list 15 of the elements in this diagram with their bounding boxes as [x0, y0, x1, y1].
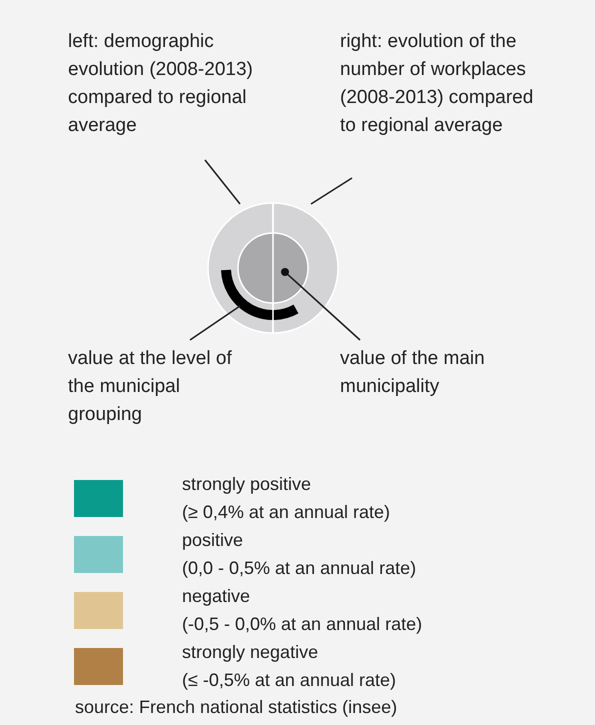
legend-text: strongly positive (≥ 0,4% at an annual rate) [182, 473, 392, 524]
annotation-text: value at the level of the municipal grouping [68, 345, 248, 429]
arc-bar [221, 269, 298, 320]
leader-line [310, 177, 352, 205]
annotation-text: right: evolution of the number of workplaces (2008-2013) compared to regional average [340, 28, 540, 140]
legend-text: negative (-0,5 - 0,0% at an annual rate) [182, 585, 424, 636]
leader-line [204, 160, 241, 204]
leader-line [281, 268, 361, 341]
annotation-text: value of the main municipality [340, 345, 540, 401]
source-note: source: French national statistics (insee) [75, 696, 398, 719]
inner-circle [237, 232, 309, 304]
annotation-text: left: demographic evolution (2008-2013) compared to regional average [68, 28, 258, 140]
leader-line [190, 305, 240, 341]
legend-text: positive (0,0 - 0,5% at an annual rate) [182, 529, 418, 580]
legend-text: strongly negative (≤ -0,5% at an annual rate) [182, 641, 397, 692]
